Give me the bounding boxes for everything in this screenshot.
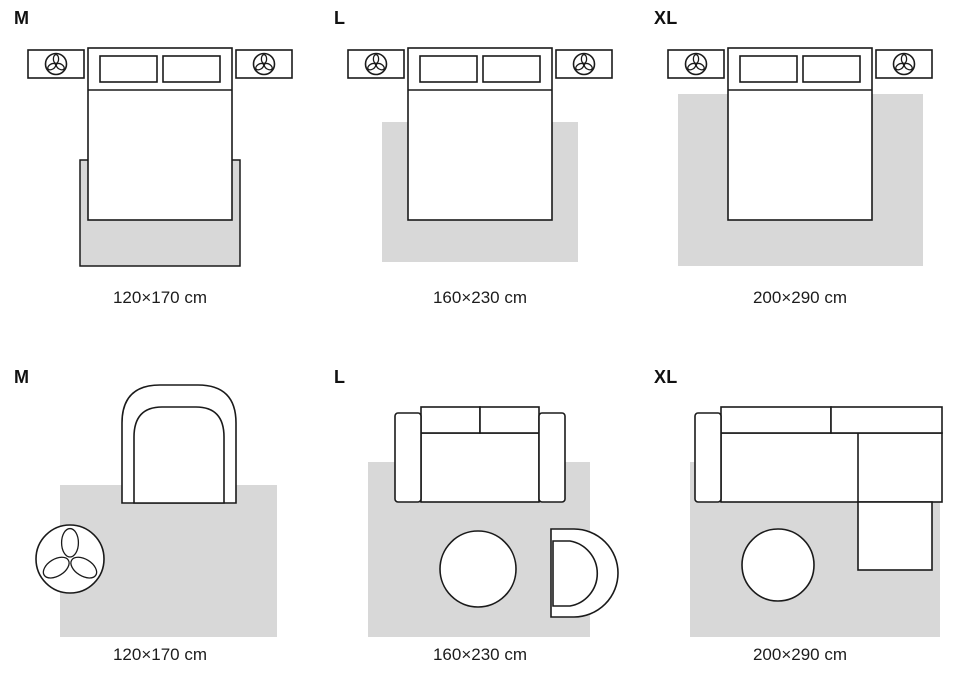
pillow: [802, 55, 861, 83]
size-caption: 200×290 cm: [752, 288, 848, 307]
size-label: L: [334, 367, 346, 387]
sofa-seat: [420, 432, 540, 503]
size-label: XL: [654, 8, 678, 28]
size-label: M: [14, 8, 30, 28]
sofa-back-cushion: [420, 406, 481, 434]
pillow: [99, 55, 158, 83]
living-l-diagram: [368, 406, 619, 637]
size-caption: 160×230 cm: [432, 645, 528, 664]
panel-living-xl: XL 200×290 cm: [640, 345, 960, 690]
panel-living-l: L 160×230 cm: [320, 345, 640, 690]
sofa: [394, 406, 566, 503]
nightstand-right: [235, 49, 293, 79]
size-label: XL: [654, 367, 678, 387]
sofa-back-cushion: [830, 406, 943, 434]
chaise: [857, 501, 933, 571]
nightstand-left: [27, 49, 85, 79]
nightstand-right: [875, 49, 933, 79]
sofa-armrest: [694, 412, 722, 503]
bed: [407, 47, 553, 221]
sectional-sofa: [694, 406, 943, 571]
nightstand-left: [347, 49, 405, 79]
bed: [87, 47, 233, 221]
bedroom-xl-diagram: [667, 47, 933, 266]
size-caption: 120×170 cm: [112, 288, 208, 307]
side-table: [35, 524, 105, 594]
size-label: L: [334, 8, 346, 28]
panel-living-m: M 120×170 cm: [0, 345, 320, 690]
sofa-back-cushion: [720, 406, 832, 434]
bedroom-l-diagram: [347, 47, 613, 262]
coffee-table: [741, 528, 815, 602]
size-caption: 200×290 cm: [752, 645, 848, 664]
panel-bedroom-xl: XL 200×290 cm: [640, 0, 960, 345]
pillow: [739, 55, 798, 83]
living-xl-diagram: [690, 406, 943, 637]
armchair-seat: [133, 406, 225, 504]
size-caption: 160×230 cm: [432, 288, 528, 307]
panel-bedroom-l: L 160×230 cm: [320, 0, 640, 345]
nightstand-right: [555, 49, 613, 79]
bedroom-m-diagram: [27, 47, 293, 267]
bed: [727, 47, 873, 221]
pillow: [162, 55, 221, 83]
armchair: [550, 528, 619, 618]
panel-bedroom-m: M 120×170 cm: [0, 0, 320, 345]
sofa-armrest: [394, 412, 422, 503]
armchair: [121, 384, 237, 504]
coffee-table: [439, 530, 517, 608]
size-caption: 120×170 cm: [112, 645, 208, 664]
sofa-back-cushion: [479, 406, 540, 434]
living-m-diagram: [35, 384, 277, 637]
nightstand-left: [667, 49, 725, 79]
sofa-seat: [720, 432, 943, 503]
sofa-armrest: [538, 412, 566, 503]
pillow: [419, 55, 478, 83]
size-label: M: [14, 367, 30, 387]
pillow: [482, 55, 541, 83]
armchair-seat: [552, 540, 599, 607]
